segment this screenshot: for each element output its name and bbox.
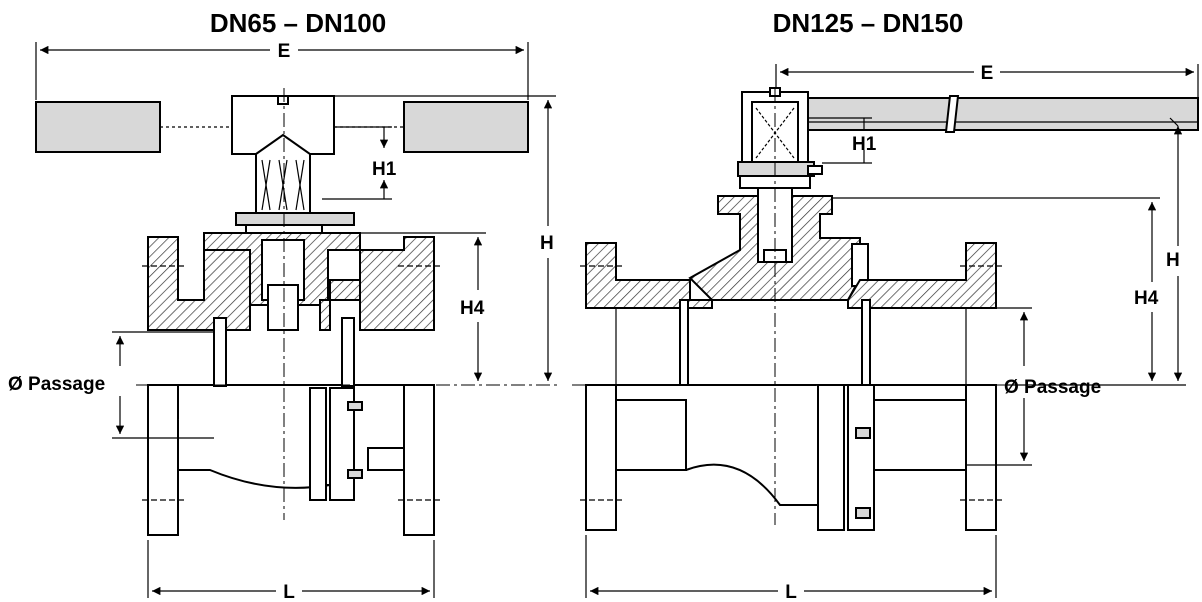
right-dim-h1: H1 bbox=[808, 117, 877, 164]
right-dim-l: L bbox=[585, 535, 997, 602]
right-dim-passage: Ø Passage bbox=[870, 307, 1101, 466]
left-label-l: L bbox=[283, 582, 295, 602]
left-label-h: H bbox=[540, 233, 554, 254]
right-label-h4: H4 bbox=[1134, 288, 1159, 309]
left-label-passage: Ø Passage bbox=[8, 374, 105, 395]
right-flanges bbox=[580, 242, 1002, 531]
left-label-h4: H4 bbox=[460, 298, 485, 319]
right-dim-h4: H4 bbox=[832, 197, 1160, 381]
left-valve-view: DN65 – DN100 E bbox=[8, 8, 560, 602]
left-bonnet bbox=[203, 232, 361, 331]
right-dim-h: H bbox=[1006, 117, 1186, 386]
right-bonnet bbox=[688, 195, 869, 301]
left-dim-h: H bbox=[334, 95, 556, 381]
right-label-l: L bbox=[785, 582, 797, 602]
left-handle bbox=[35, 95, 529, 155]
left-dim-h4: H4 bbox=[360, 232, 486, 381]
right-label-h1: H1 bbox=[852, 134, 877, 155]
right-label-e: E bbox=[981, 63, 994, 84]
left-label-h1: H1 bbox=[372, 159, 397, 180]
left-stem-assembly bbox=[235, 133, 355, 236]
left-view-title: DN65 – DN100 bbox=[210, 8, 386, 38]
right-dim-e: E bbox=[775, 63, 1199, 100]
right-label-passage: Ø Passage bbox=[1004, 377, 1101, 398]
left-label-e: E bbox=[278, 41, 291, 62]
right-lower-body bbox=[586, 299, 996, 531]
left-flanges bbox=[142, 236, 440, 536]
right-lever bbox=[741, 87, 1199, 165]
left-dim-l: L bbox=[147, 540, 435, 602]
left-lower-body bbox=[148, 317, 434, 536]
left-dim-passage: Ø Passage bbox=[8, 331, 214, 439]
left-dim-e: E bbox=[35, 41, 529, 100]
right-valve-view: DN125 – DN150 E bbox=[572, 8, 1199, 602]
right-label-h: H bbox=[1166, 250, 1180, 271]
left-dim-h1: H1 bbox=[322, 126, 397, 200]
right-view-title: DN125 – DN150 bbox=[773, 8, 964, 38]
